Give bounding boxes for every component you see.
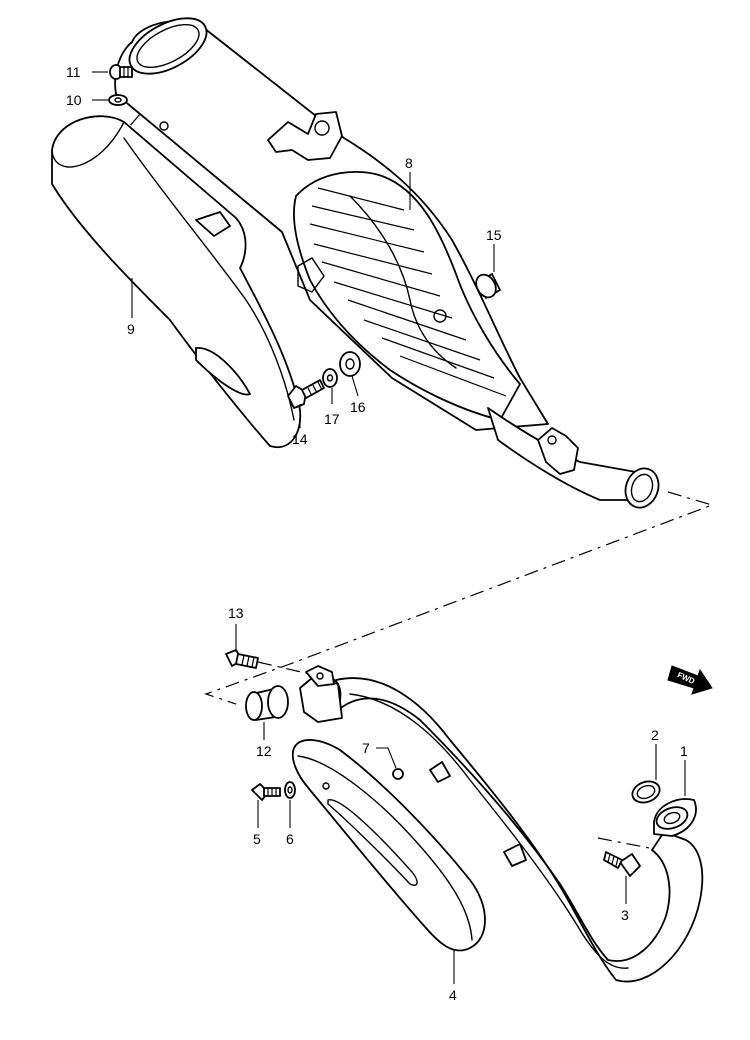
screw-11: [109, 64, 133, 80]
washer-16: [339, 351, 361, 377]
callout-9: 9: [127, 321, 135, 337]
washer-10: [108, 94, 128, 106]
leader-lines: [92, 71, 686, 984]
exhaust-pipe-body: [335, 677, 704, 983]
muffler-body-rivet: [159, 121, 169, 131]
washer-6: [284, 781, 296, 799]
bolt-5: [251, 783, 281, 801]
muffler-protector-fold: [123, 137, 295, 421]
collar-15: [475, 273, 501, 299]
bolt-3: [603, 851, 641, 877]
washer-7: [392, 768, 404, 780]
callout-numbers: 1 2 3 4 5 6 7 8 9 10 11 12 13 14 15 16 1…: [66, 64, 688, 1003]
exhaust-pipe-tab-lower: [503, 843, 527, 867]
forward-arrow-icon: [667, 665, 713, 695]
exhaust-pipe-tab-upper: [429, 761, 451, 783]
bolt-13: [225, 649, 259, 669]
heat-shield-ribs: [309, 187, 507, 397]
exhaust-pipe-cover-hole: [322, 782, 330, 790]
callout-12: 12: [256, 743, 272, 759]
forward-direction-badge: FWD: [667, 665, 713, 695]
callout-7: 7: [362, 740, 370, 756]
callout-8: 8: [405, 155, 413, 171]
muffler-end-cap: [128, 17, 208, 75]
tail-pipe-bracket-hole: [547, 435, 557, 445]
muffler-clip-left: [297, 257, 325, 293]
exhaust-pipe-cover-slot: [327, 799, 418, 886]
callout-10: 10: [66, 92, 82, 108]
callout-11: 11: [66, 64, 81, 80]
muffler-clip-hole: [433, 309, 447, 323]
bolt-14: [287, 379, 325, 409]
muffler: [114, 17, 660, 509]
leader-16: [351, 375, 359, 397]
washer-17: [322, 368, 338, 388]
callout-1: 1: [680, 743, 688, 759]
exhaust-pipe-cover: [291, 739, 486, 952]
exhaust-pipe-clamp-hole: [316, 672, 324, 680]
callout-17: 17: [324, 411, 340, 427]
muffler-protector-cutout-upper: [195, 211, 231, 237]
callout-3: 3: [621, 907, 629, 923]
gasket-2: [631, 780, 661, 804]
exhaust-seal-12: [245, 685, 289, 721]
exhaust-pipe-inner-line: [349, 693, 629, 969]
muffler-inner-fold: [349, 195, 457, 369]
muffler-mount-bracket: [267, 111, 343, 161]
exhaust-pipe-cover-rim: [297, 755, 473, 941]
callout-5: 5: [253, 831, 261, 847]
exhaust-pipe: [299, 665, 704, 983]
exhaust-flange: [653, 798, 697, 837]
callout-15: 15: [486, 227, 502, 243]
callout-13: 13: [228, 605, 244, 621]
assembly-line-muffler-to-pipe: [204, 491, 714, 705]
callout-2: 2: [651, 727, 659, 743]
muffler-protector: [51, 115, 302, 449]
muffler-protector-cutout-lower: [195, 347, 251, 396]
callout-16: 16: [350, 399, 366, 415]
callout-14: 14: [292, 431, 308, 447]
tail-pipe-outlet-inner: [630, 473, 654, 503]
muffler-end-cap-inner: [136, 23, 200, 69]
leader-7: [376, 747, 397, 769]
exhaust-pipe-clamp: [305, 665, 335, 687]
callout-6: 6: [286, 831, 294, 847]
muffler-mount-hole: [314, 120, 330, 136]
callout-4: 4: [449, 987, 457, 1003]
muffler-protector-rim: [51, 121, 125, 168]
exhaust-pipe-cover-body: [291, 739, 486, 952]
